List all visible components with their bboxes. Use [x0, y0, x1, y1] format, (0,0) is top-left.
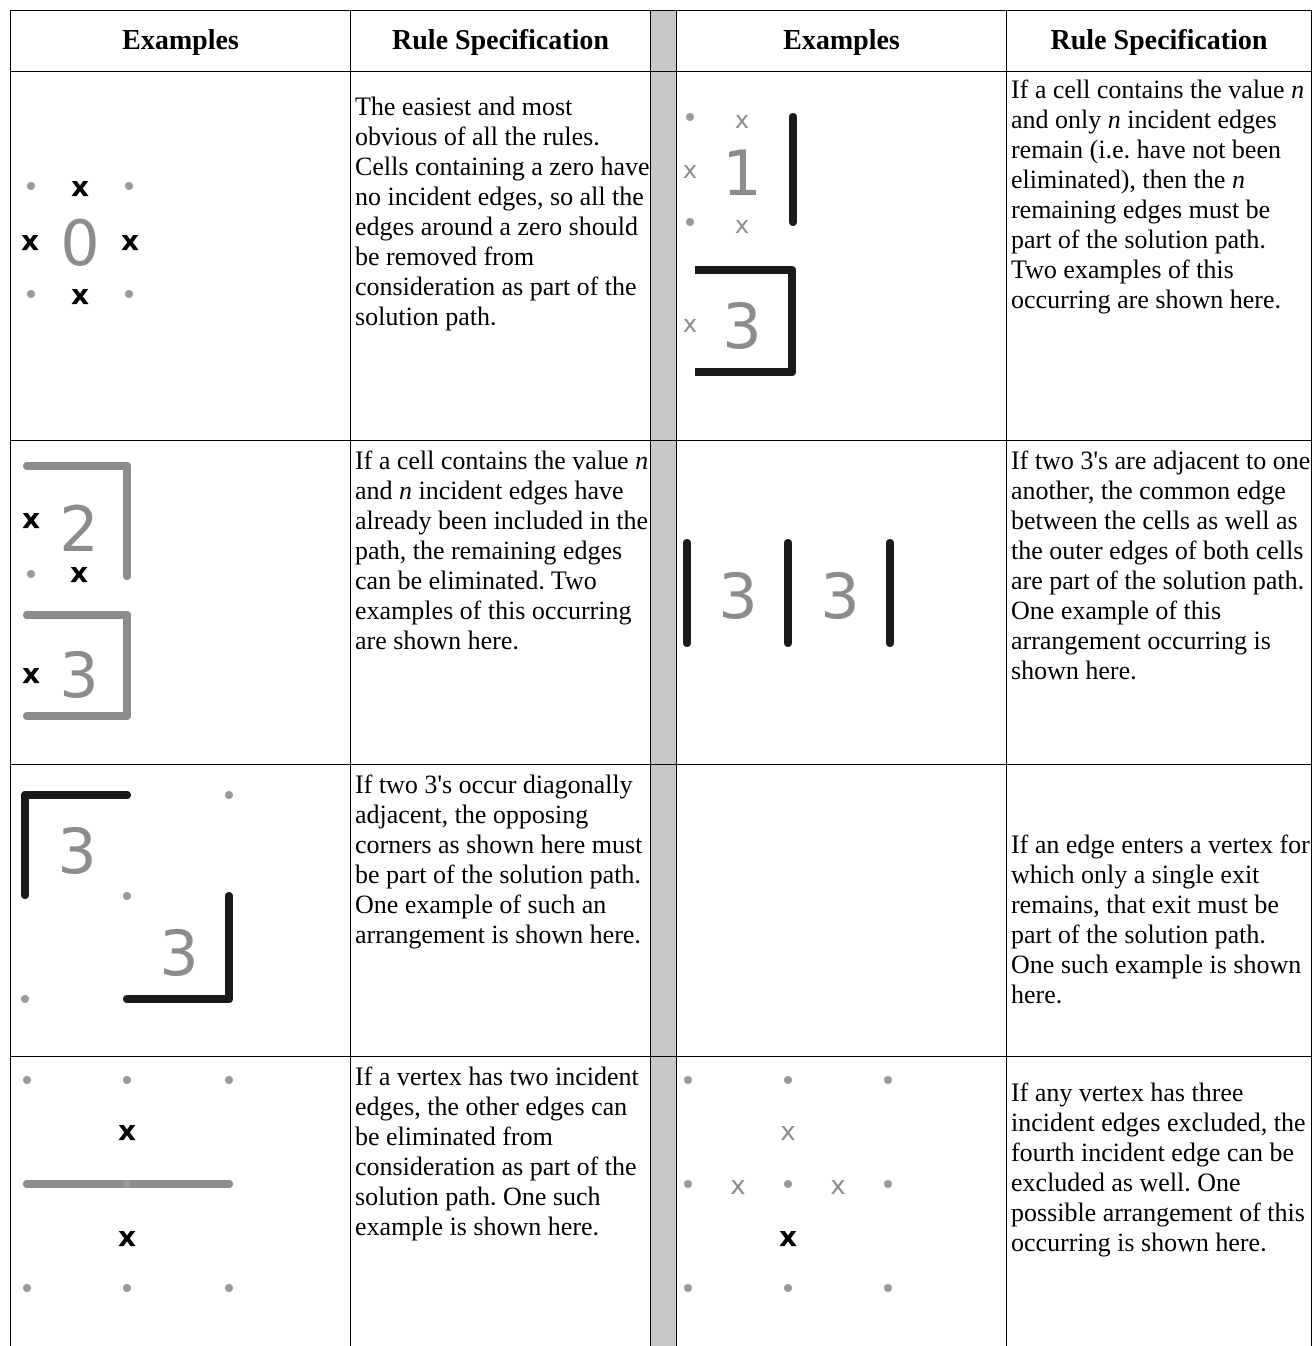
row-separator-1	[10, 440, 1312, 441]
rule-adjacent-threes-text: If two 3's are adjacent to one another, …	[1011, 446, 1311, 685]
cross-mark: x	[70, 556, 88, 589]
cross-mark: x	[71, 278, 89, 311]
cell-digit: 3	[718, 560, 757, 633]
cell-digit: 3	[820, 560, 859, 633]
cross-mark: x	[730, 1171, 745, 1201]
vertex-dot	[123, 1180, 131, 1188]
vertex-dot	[125, 290, 133, 298]
vertex-dot	[123, 1284, 131, 1292]
vertex-dot	[21, 995, 29, 1003]
example-zero: x x x x 0	[21, 170, 139, 311]
rule-n-included-text: If a cell contains the value n and n inc…	[355, 446, 649, 655]
rule-zero-text: The easiest and most obvious of all the …	[355, 92, 650, 331]
example-only-n-remain: x x x 1 x 3	[683, 106, 797, 376]
cross-mark: x	[779, 1220, 797, 1253]
example-n-included: x x 2 x 3	[22, 462, 131, 720]
table-border-top	[10, 10, 1312, 11]
rule-diagonal-threes-text: If two 3's occur diagonally adjacent, th…	[355, 770, 643, 949]
cell-digit: 2	[59, 493, 98, 566]
header-rule-right: Rule Specification	[1050, 25, 1268, 56]
cell-digit: 3	[57, 815, 96, 888]
rule-only-n-remain-text: If a cell contains the value n and only …	[1011, 75, 1305, 314]
vertex-dot	[23, 1076, 31, 1084]
vertex-dot	[27, 182, 35, 190]
rule-single-exit-text: If an edge enters a vertex for which onl…	[1011, 830, 1310, 1009]
included-edge	[23, 611, 131, 720]
solution-edge	[21, 791, 131, 899]
cross-mark: x	[780, 1117, 795, 1147]
cell-digit: 1	[722, 137, 761, 210]
cross-mark: x	[118, 1220, 136, 1253]
cross-mark: x	[121, 224, 139, 257]
example-three-excluded: x x x x	[684, 1076, 892, 1292]
included-edge	[23, 462, 131, 580]
column-separator-3	[676, 10, 677, 1346]
vertex-dot	[784, 1076, 792, 1084]
cross-mark: x	[21, 224, 39, 257]
table-border-right	[1311, 10, 1312, 1346]
vertex-dot	[684, 1076, 692, 1084]
header-rule-left: Rule Specification	[392, 25, 609, 56]
solution-edge	[695, 266, 796, 376]
vertex-dot	[684, 1284, 692, 1292]
cell-digit: 0	[60, 207, 99, 280]
cross-mark: x	[735, 211, 749, 239]
vertex-dot	[225, 791, 233, 799]
vertex-dot	[27, 290, 35, 298]
vertex-dot	[686, 218, 694, 226]
cross-mark: x	[683, 156, 697, 184]
header-examples-right: Examples	[783, 25, 900, 56]
column-separator-1	[350, 10, 351, 1346]
vertex-dot	[225, 1076, 233, 1084]
solution-edge	[123, 892, 233, 1003]
cross-mark: x	[22, 657, 40, 690]
rule-two-incident-text: If a vertex has two incident edges, the …	[355, 1062, 639, 1241]
column-separator-4	[1006, 10, 1007, 1346]
vertex-dot	[123, 892, 131, 900]
vertex-dot	[27, 570, 35, 578]
column-divider	[650, 10, 676, 1346]
vertex-dot	[784, 1180, 792, 1188]
vertex-dot	[884, 1284, 892, 1292]
vertex-dot	[884, 1180, 892, 1188]
vertex-dot	[686, 113, 694, 121]
row-separator-2	[10, 764, 1312, 765]
cell-digit: 3	[59, 639, 98, 712]
header-separator	[10, 71, 1312, 72]
cross-mark: x	[735, 106, 749, 134]
row-separator-3	[10, 1056, 1312, 1057]
vertex-dot	[784, 1284, 792, 1292]
cross-mark: x	[683, 310, 697, 338]
cell-digit: 3	[159, 917, 198, 990]
cross-mark: x	[118, 1114, 136, 1147]
example-adjacent-threes: 3 3	[683, 539, 894, 647]
vertex-dot	[125, 182, 133, 190]
example-two-incident: x x	[23, 1076, 233, 1292]
cross-mark: x	[22, 502, 40, 535]
column-separator-2	[650, 10, 651, 1346]
cell-digit: 3	[722, 290, 761, 363]
vertex-dot	[23, 1284, 31, 1292]
cross-mark: x	[71, 170, 89, 203]
header-examples-left: Examples	[122, 25, 239, 56]
table-border-left	[10, 10, 11, 1346]
rule-three-excluded-text: If any vertex has three incident edges e…	[1011, 1078, 1306, 1257]
vertex-dot	[123, 1076, 131, 1084]
vertex-dot	[225, 1284, 233, 1292]
cross-mark: x	[830, 1171, 845, 1201]
vertex-dot	[684, 1180, 692, 1188]
vertex-dot	[884, 1076, 892, 1084]
example-diagonal-threes: 3 3	[21, 791, 233, 1003]
